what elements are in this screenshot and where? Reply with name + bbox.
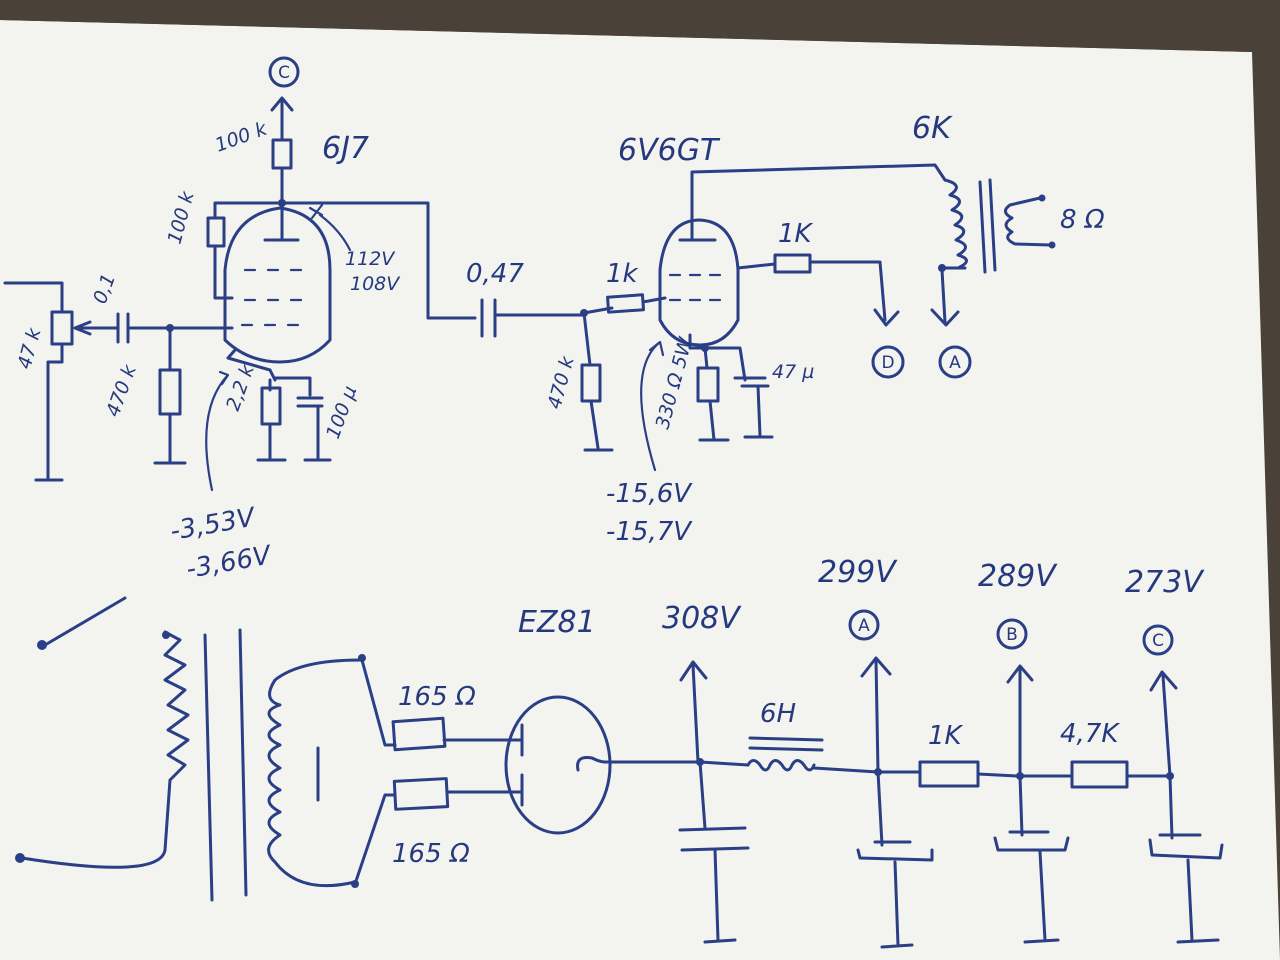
label-v-plate1-a: 112V: [345, 248, 396, 270]
label-v-plate1-b: 108V: [350, 273, 401, 295]
node-a-out: [938, 345, 972, 379]
label-rectifier: EZ81: [518, 605, 596, 640]
svg-text:A: A: [858, 616, 870, 636]
node-c-supply: [1142, 624, 1174, 656]
cathode-resistor-2: [696, 366, 720, 403]
label-r-rect2: 165 Ω: [392, 839, 470, 869]
label-ot-primary: 6K: [912, 111, 953, 146]
choke-6h: [746, 759, 816, 772]
label-v-cath2-b: -15,7V: [606, 517, 693, 547]
rectifier-tube-ez81: [504, 695, 612, 835]
label-c-cathode2: 47 µ: [772, 361, 814, 383]
preamp-stage: C: [3, 56, 477, 492]
cathode-capacitor-2: [733, 376, 770, 388]
node-a-supply: [848, 609, 880, 641]
node-d: [871, 345, 905, 379]
coupling-capacitor: [480, 298, 497, 338]
node-b: [996, 618, 1028, 650]
paper-shadow: [0, 0, 1280, 60]
label-v-rect: 308V: [662, 601, 742, 636]
filter-capacitor-b: [993, 830, 1070, 852]
svg-text:D: D: [881, 353, 894, 373]
label-choke: 6H: [760, 699, 796, 729]
label-r-filter2: 4,7K: [1060, 719, 1120, 749]
filter-capacitor-a: [856, 840, 934, 862]
label-ot-secondary: 8 Ω: [1060, 205, 1105, 235]
label-c-coupling: 0,47: [466, 259, 524, 289]
label-tube1: 6J7: [322, 131, 369, 166]
power-transformer-secondary: [267, 658, 362, 888]
label-r-grid-stop: 1k: [606, 259, 639, 289]
tube-6j7-envelope: [223, 206, 332, 364]
label-v-a: 299V: [818, 555, 898, 590]
label-r-filter1: 1K: [928, 721, 964, 751]
label-v-c: 273V: [1125, 565, 1205, 600]
output-transformer-primary: [943, 178, 968, 270]
label-r-rect1: 165 Ω: [398, 682, 476, 712]
output-transformer-secondary: [1004, 196, 1052, 247]
svg-text:C: C: [278, 63, 290, 83]
power-supply: A B C: [15, 596, 1224, 949]
label-v-b: 289V: [978, 559, 1058, 594]
power-stage: D A: [480, 163, 1056, 472]
label-v-cath2-a: -15,6V: [606, 479, 693, 509]
svg-text:C: C: [1152, 631, 1164, 651]
label-tube2: 6V6GT: [618, 133, 721, 168]
node-c-top: [268, 56, 300, 88]
svg-text:A: A: [949, 353, 961, 373]
filter-capacitor-c: [1148, 833, 1224, 860]
rectifier-resistor-1: [391, 716, 447, 752]
label-r-screen2: 1K: [778, 219, 814, 249]
svg-text:B: B: [1006, 625, 1018, 645]
